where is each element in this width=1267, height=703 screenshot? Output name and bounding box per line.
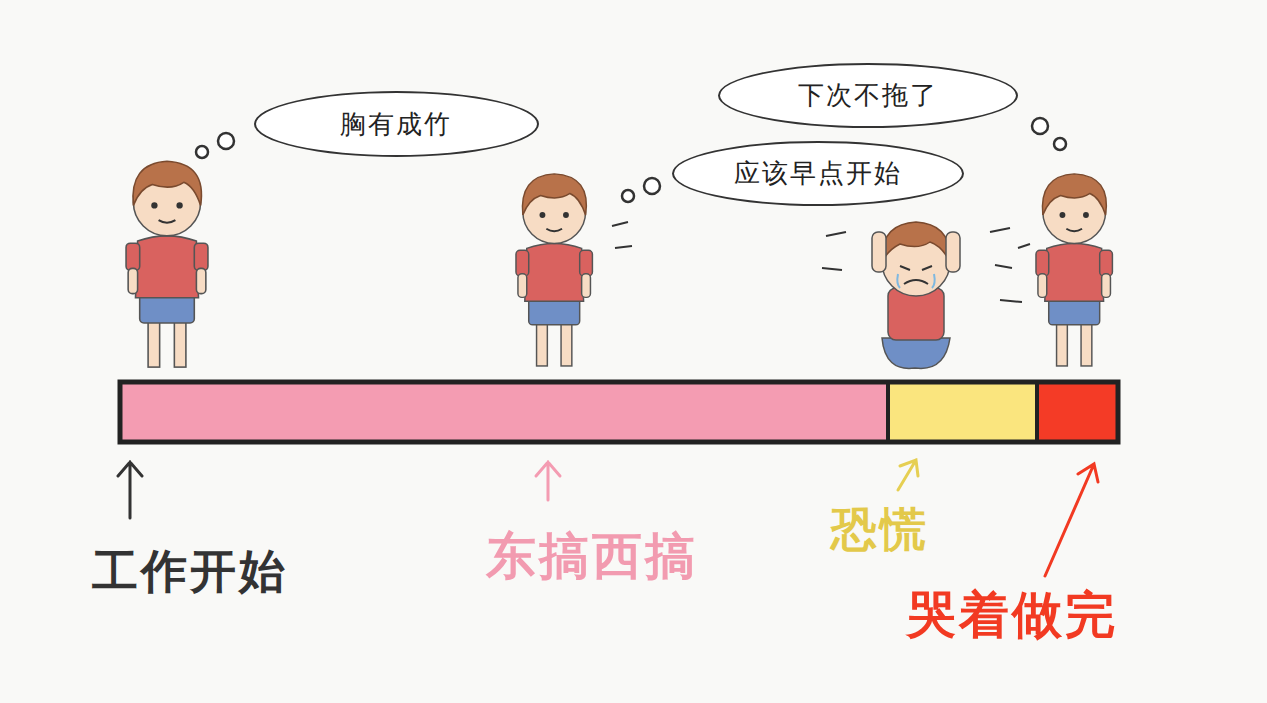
stage-label: 工作开始 [92,541,288,603]
thought-text: 胸有成竹 [340,107,452,142]
thought-bubble: 应该早点开始 [672,141,964,206]
crouching-kid [872,222,960,368]
stage-label: 东搞西搞 [486,523,698,590]
stage-label: 哭着做完 [906,582,1118,649]
timeline-bar [120,382,1118,442]
stage-label: 恐慌 [831,499,929,561]
shiver-lines [612,222,1030,302]
thought-text: 应该早点开始 [734,156,902,191]
thought-bubble: 下次不拖了 [718,63,1018,128]
kid-figure [126,161,1112,367]
thought-text: 下次不拖了 [798,78,938,113]
thought-bubble: 胸有成竹 [254,91,539,157]
